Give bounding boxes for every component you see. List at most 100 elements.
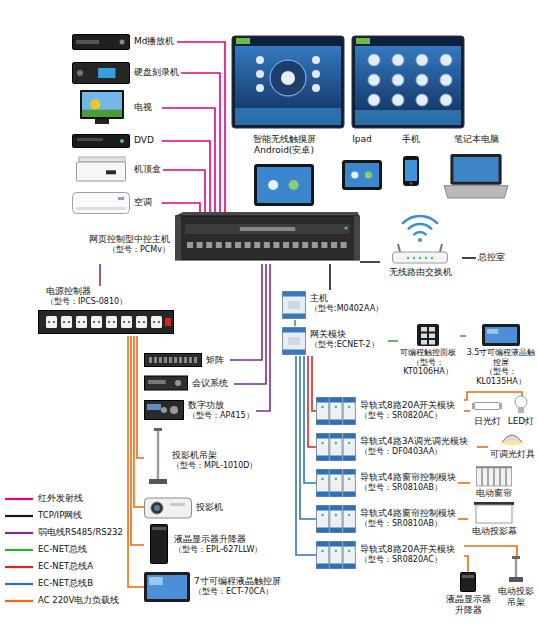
cable-line: [464, 556, 468, 572]
icon-part: [175, 216, 181, 260]
icon-part: [68, 321, 70, 323]
device-node: 空调: [72, 190, 162, 216]
icon-part: [499, 403, 502, 409]
device-label: 电动投影幕: [468, 526, 520, 537]
icon-part: [174, 357, 177, 363]
device-label: 可调光灯具: [488, 449, 536, 460]
icon-part: [462, 575, 474, 578]
icon-part: [317, 564, 329, 569]
icon-part: [283, 350, 306, 355]
model-number: （型号：SR0810AB）: [360, 519, 456, 529]
icon-part: [106, 170, 116, 174]
icon-part: [302, 242, 308, 248]
device-node: 液晶显示器升降器（型号：EPL-627LLW）: [144, 524, 265, 566]
legend-line: [5, 548, 33, 550]
device-node: 投影机: [144, 492, 228, 522]
icon-part: [330, 420, 342, 425]
device-name: 会议系统: [192, 378, 228, 389]
screenshot-water: [355, 110, 461, 125]
device-label: 智能无线触摸屏 Android(安卓): [236, 134, 332, 156]
icon-part: [321, 550, 323, 552]
cable-line: [256, 264, 270, 411]
icon-part: [502, 441, 522, 446]
icon-part: [120, 40, 125, 45]
icon-part: [335, 514, 337, 516]
icon-part: [330, 564, 342, 569]
device-icon: [282, 327, 306, 355]
icon-part: [147, 575, 187, 599]
legend-row: EC-NET总线: [4, 541, 123, 558]
screenshot-dial: [281, 71, 295, 85]
device-node: 主机（型号:M0402AA）: [282, 290, 392, 320]
cable-line: [163, 170, 205, 212]
icon-part: [472, 403, 475, 409]
icon-part: [473, 403, 502, 410]
icon-part: [121, 316, 132, 328]
icon-part: [143, 321, 145, 323]
legend-label: AC 220V电力负载线: [38, 595, 119, 605]
device-node: Md播放机: [72, 30, 177, 54]
device-label: 液晶显示器升降器: [444, 594, 492, 616]
device-label: 总控室: [478, 252, 505, 263]
icon-part: [145, 498, 192, 518]
device-name: 数字功放: [188, 400, 254, 411]
icon-part: [179, 357, 182, 363]
device-name: 矩阵: [206, 355, 224, 366]
device-name: 电动窗帘: [470, 488, 518, 499]
device-node: 网关模块（型号:ECNET-2）: [282, 326, 388, 356]
legend-sample: [4, 528, 34, 538]
icon-part: [170, 503, 184, 506]
icon-part: [175, 380, 181, 386]
device-name: 网页控制型中控主机: [40, 234, 170, 245]
device-node: 导轨式4路窗帘控制模块（型号：SR0810AB）: [316, 468, 458, 498]
icon-part: [76, 40, 99, 44]
icon-part: [283, 328, 306, 355]
device-label: 3.5寸可编程液晶触控屏（型号：KL0135HA）: [466, 348, 536, 386]
screenshot-button: [416, 54, 428, 66]
icon-part: [485, 327, 517, 343]
screenshot-button: [392, 74, 404, 86]
icon-part: [317, 506, 329, 533]
cable-line: [137, 336, 144, 458]
cable-line: [360, 261, 380, 263]
model-number: （型号：KT0106HA）: [398, 358, 458, 377]
icon-part: [151, 502, 163, 514]
device-node: 机顶盒: [72, 156, 163, 184]
device-name: 7寸可编程液晶触控屏: [194, 576, 281, 587]
device-label: 笔记本电脑: [436, 134, 516, 145]
device-node: 3.5寸可编程液晶触控屏（型号：KL0135HA）: [466, 324, 538, 388]
cable-line: [296, 356, 316, 555]
legend-label: 红外发射线: [38, 493, 83, 503]
icon-part: [335, 442, 337, 444]
icon-part: [80, 90, 124, 119]
screenshot-button: [368, 94, 380, 106]
device-label: LED灯: [506, 416, 536, 427]
screenshot-frame: [232, 36, 344, 128]
legend-sample: [4, 511, 34, 521]
cable-line: [458, 482, 470, 484]
icon-part: [365, 171, 372, 178]
icon-part: [343, 506, 355, 533]
device-label: 主机（型号:M0402AA）: [310, 293, 383, 313]
screenshot-button: [392, 54, 404, 66]
icon-part: [254, 164, 314, 206]
icon-part: [149, 479, 167, 484]
model-number: （型号：PCMv）: [40, 245, 170, 255]
icon-part: [136, 316, 147, 328]
model-number: （型号：SR0820AC）: [360, 555, 455, 565]
device-icon: [72, 134, 130, 148]
legend-line: [5, 565, 33, 567]
device-node: 电动窗帘: [470, 466, 520, 500]
device-icon: [474, 502, 514, 524]
icon-part: [154, 505, 160, 511]
icon-part: [317, 542, 329, 569]
screenshot-screen: [355, 46, 461, 125]
icon-part: [344, 226, 347, 229]
screenshot-dial: [270, 60, 306, 96]
icon-part: [91, 316, 102, 328]
icon-part: [343, 470, 355, 497]
device-icon: [144, 494, 192, 520]
icon-part: [405, 160, 417, 181]
icon-part: [283, 292, 306, 297]
icon-part: [477, 468, 482, 486]
